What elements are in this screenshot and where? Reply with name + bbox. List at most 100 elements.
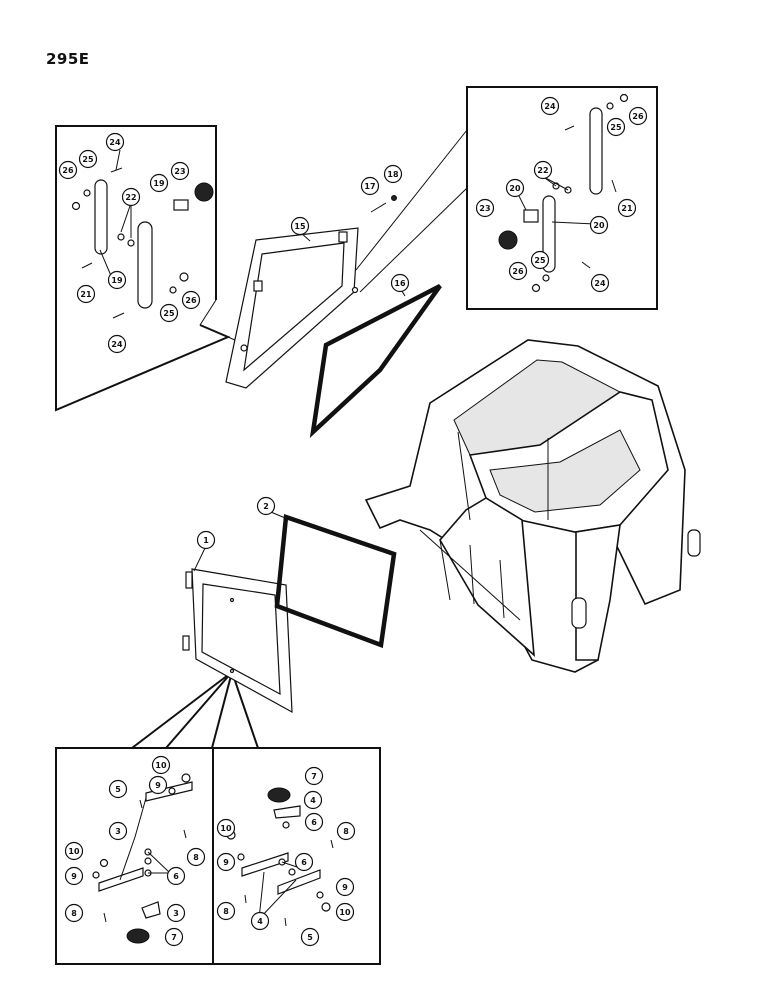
callout-25: 25 [606, 117, 626, 137]
callout-circle [151, 755, 171, 775]
callout-9: 9 [216, 852, 236, 872]
callout-number: 24 [111, 340, 123, 349]
callout-6: 6 [294, 852, 314, 872]
callout-number: 8 [223, 907, 229, 916]
callout-number: 26 [185, 296, 197, 305]
callout-6: 6 [166, 866, 186, 886]
callout-9: 9 [64, 866, 84, 886]
hardware-lower [92, 773, 334, 944]
callout-7: 7 [304, 766, 324, 786]
callout-10: 10 [151, 755, 171, 775]
callout-7: 7 [164, 927, 184, 947]
callout-circle [290, 216, 310, 236]
callout-circle [505, 178, 525, 198]
callout-number: 4 [257, 917, 263, 926]
callout-number: 25 [82, 155, 94, 164]
callout-17: 17 [360, 176, 380, 196]
callout-8: 8 [186, 847, 206, 867]
glass-pane-16 [309, 284, 442, 439]
callout-circle [383, 164, 403, 184]
callout-number: 26 [62, 166, 74, 175]
callout-circle [64, 841, 84, 861]
callout-number: 22 [125, 193, 136, 202]
callout-22: 22 [121, 187, 141, 207]
callout-number: 19 [153, 179, 165, 188]
callout-number: 6 [311, 818, 317, 827]
callout-circle [149, 173, 169, 193]
callout-25: 25 [159, 303, 179, 323]
callout-number: 19 [111, 276, 123, 285]
callout-circle [216, 901, 236, 921]
callout-9: 9 [335, 877, 355, 897]
callout-number: 5 [307, 933, 313, 942]
callout-circle [256, 496, 276, 516]
callout-number: 24 [544, 102, 556, 111]
callout-6: 6 [304, 812, 324, 832]
callout-number: 1 [203, 536, 209, 545]
hardware-upper-left [71, 167, 214, 319]
callout-19: 19 [149, 173, 169, 193]
callout-number: 26 [512, 267, 524, 276]
callout-number: 9 [155, 781, 161, 790]
callout-19: 19 [107, 270, 127, 290]
callout-number: 7 [171, 933, 177, 942]
callout-number: 25 [163, 309, 175, 318]
callout-24: 24 [107, 334, 127, 354]
callout-circle [181, 290, 201, 310]
callout-number: 9 [342, 883, 348, 892]
callout-number: 9 [71, 872, 77, 881]
callout-circle [530, 250, 550, 270]
callout-number: 10 [220, 824, 232, 833]
window-frame-1 [182, 568, 293, 714]
callout-circle [107, 270, 127, 290]
callout-20: 20 [505, 178, 525, 198]
callout-26: 26 [508, 261, 528, 281]
callout-circle [508, 261, 528, 281]
callout-circle [250, 911, 270, 931]
callout-number: 4 [310, 796, 316, 805]
callout-25: 25 [78, 149, 98, 169]
callout-number: 6 [301, 858, 307, 867]
callout-10: 10 [335, 902, 355, 922]
callout-26: 26 [58, 160, 78, 180]
callout-8: 8 [336, 821, 356, 841]
callout-number: 24 [109, 138, 121, 147]
callout-5: 5 [108, 779, 128, 799]
callout-number: 16 [394, 279, 406, 288]
detail-box-lower [55, 668, 381, 965]
callout-number: 21 [80, 290, 92, 299]
callout-circle [335, 877, 355, 897]
callout-circle [360, 176, 380, 196]
glass-pane-2 [274, 513, 397, 649]
callout-circle [589, 215, 609, 235]
callout-circle [186, 847, 206, 867]
callout-number: 20 [509, 184, 521, 193]
callout-22: 22 [533, 160, 553, 180]
callout-number: 8 [71, 909, 77, 918]
callout-number: 18 [387, 170, 399, 179]
callout-circle [216, 818, 236, 838]
callout-circle [336, 821, 356, 841]
callout-24: 24 [540, 96, 560, 116]
callout-15: 15 [290, 216, 310, 236]
callout-number: 21 [621, 204, 633, 213]
callout-number: 17 [364, 182, 375, 191]
callout-circle [590, 273, 610, 293]
callout-26: 26 [181, 290, 201, 310]
callout-4: 4 [250, 911, 270, 931]
callout-9: 9 [148, 775, 168, 795]
callout-number: 6 [173, 872, 179, 881]
callout-4: 4 [303, 790, 323, 810]
callout-8: 8 [64, 903, 84, 923]
window-frame-15 [225, 227, 359, 389]
callout-circle [533, 160, 553, 180]
callout-number: 22 [537, 166, 548, 175]
hinge-pin-17 [370, 195, 397, 213]
callout-number: 8 [343, 827, 349, 836]
callout-3: 3 [108, 821, 128, 841]
callout-circle [108, 779, 128, 799]
callout-number: 24 [594, 279, 606, 288]
callout-21: 21 [76, 284, 96, 304]
callout-26: 26 [628, 106, 648, 126]
detail-box-upper-right [355, 86, 658, 310]
